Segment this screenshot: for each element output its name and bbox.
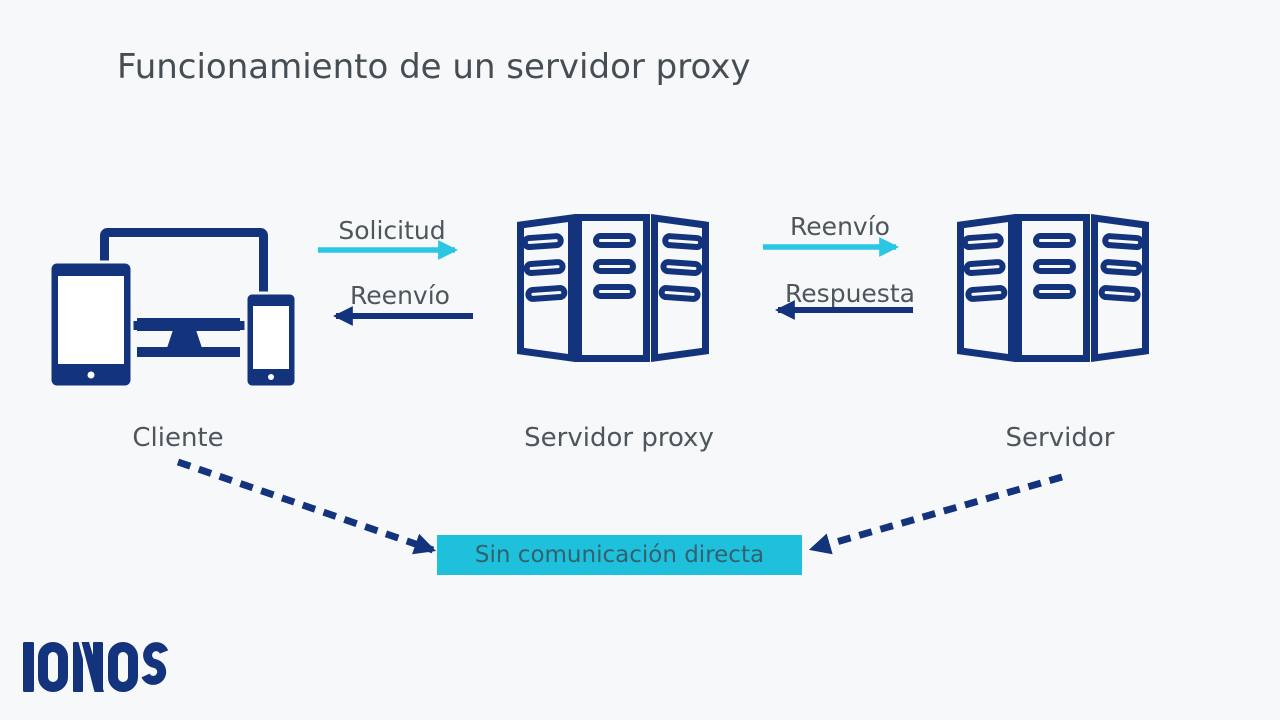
dashed-arrow-cliente-icon [176, 458, 437, 555]
node-label-servidor: Servidor [1005, 423, 1115, 453]
server-rack-icon-server [957, 213, 1149, 363]
ionos-logo-icon [23, 642, 169, 692]
flow-label-reenvio-back: Reenvío [350, 281, 450, 310]
server-rack-icon-proxy [517, 213, 709, 363]
no-direct-communication-label: Sin comunicación directa [474, 542, 765, 568]
ionos-logo: IONOS [23, 642, 171, 692]
flow-label-reenvio-fwd: Reenvío [790, 212, 890, 241]
arrow-right-reenvio-icon [763, 237, 899, 257]
flow-label-solicitud: Solicitud [338, 216, 446, 245]
arrow-left-reenvio-icon [333, 306, 473, 326]
page-title: Funcionamiento de un servidor proxy [117, 47, 751, 87]
node-label-servidor-proxy: Servidor proxy [524, 423, 714, 453]
no-direct-communication-box: Sin comunicación directa [437, 535, 802, 575]
flow-label-respuesta: Respuesta [785, 279, 915, 308]
arrow-right-solicitud-icon [318, 240, 458, 260]
dashed-arrow-servidor-icon [808, 473, 1063, 555]
client-devices-icon [48, 228, 298, 387]
arrow-left-respuesta-icon [775, 300, 913, 320]
node-label-cliente: Cliente [132, 423, 224, 453]
